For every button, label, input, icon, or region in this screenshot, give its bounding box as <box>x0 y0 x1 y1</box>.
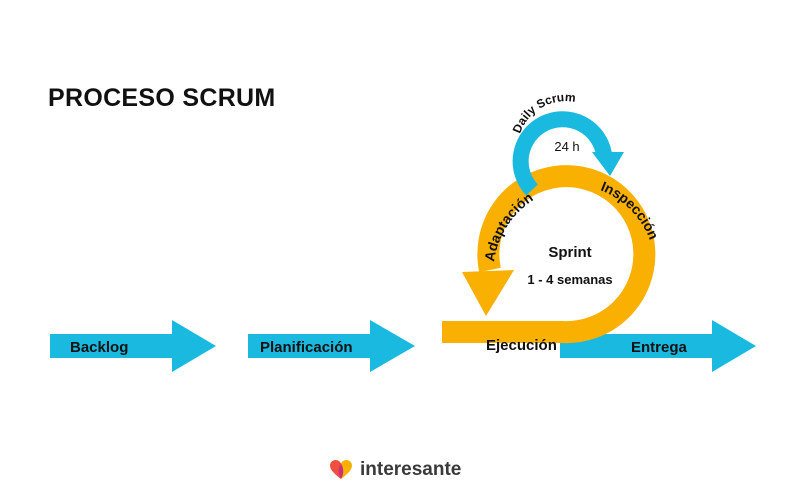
page-title: PROCESO SCRUM <box>48 84 276 112</box>
planificacion-arrow <box>248 320 415 372</box>
daily-arrowhead <box>592 152 624 176</box>
brand: interesante <box>330 459 461 481</box>
sprint-label: Sprint <box>548 244 591 261</box>
backlog-arrow <box>50 320 216 372</box>
planificacion-label: Planificación <box>260 339 353 356</box>
sprint-loop <box>442 165 656 344</box>
ejecucion-label: Ejecución <box>486 337 557 354</box>
sprint-duration: 1 - 4 semanas <box>527 272 612 287</box>
heart-logo-icon <box>330 460 352 479</box>
daily-duration: 24 h <box>554 139 579 154</box>
brand-name: interesante <box>360 459 462 480</box>
entrega-label: Entrega <box>631 339 688 356</box>
daily-loop <box>512 111 612 196</box>
sprint-arrowhead <box>462 270 514 316</box>
entrega-arrow <box>560 320 756 372</box>
backlog-label: Backlog <box>70 339 128 356</box>
